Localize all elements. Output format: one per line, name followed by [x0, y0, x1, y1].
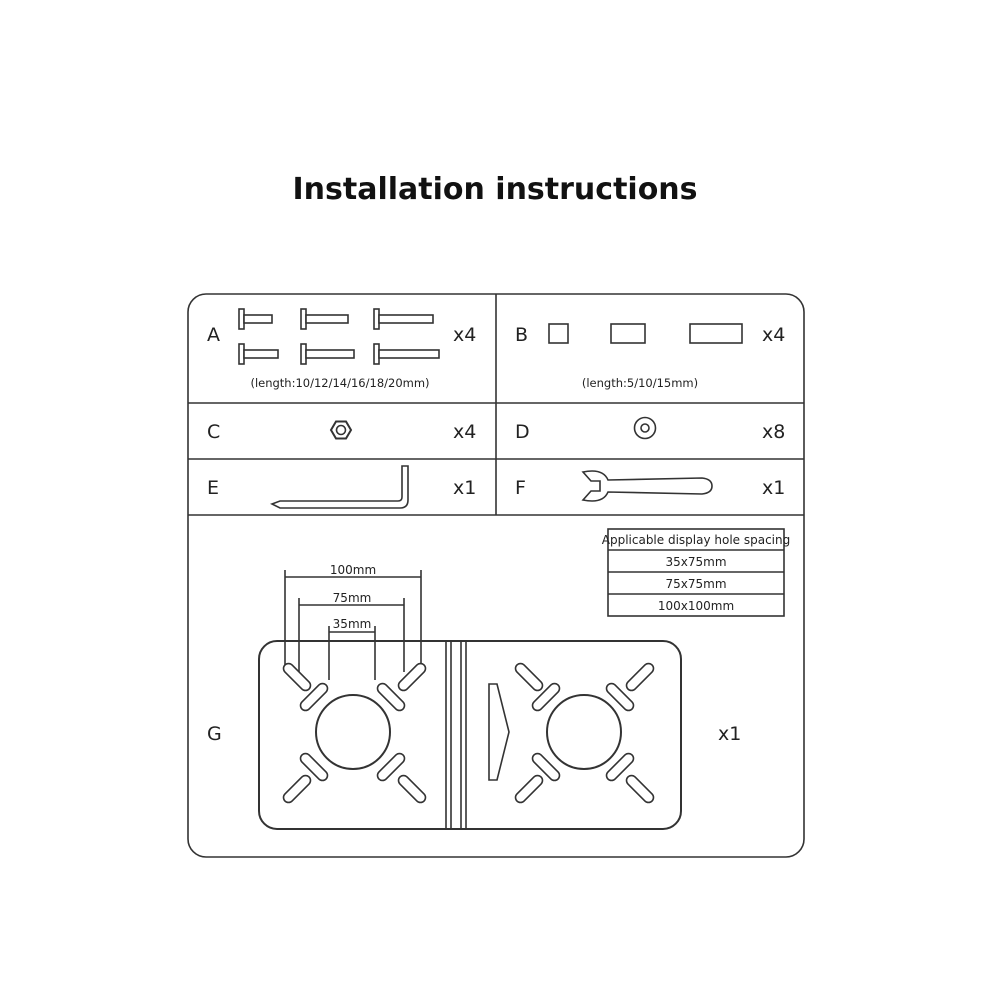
part-qty-b: x4 — [762, 324, 785, 346]
mounting-plate-icon — [258, 640, 682, 830]
part-note-a: (length:10/12/14/16/18/20mm) — [250, 376, 429, 390]
part-qty-a: x4 — [453, 324, 476, 346]
table-row: 35x75mm — [665, 555, 726, 569]
part-qty-c: x4 — [453, 421, 476, 443]
table-row: 75x75mm — [665, 577, 726, 591]
hole-spacing-table: Applicable display hole spacing 35x75mm … — [602, 528, 791, 617]
spacer-icon — [548, 323, 743, 344]
wrench-icon — [581, 470, 713, 502]
part-letter-g: G — [207, 723, 222, 745]
part-qty-f: x1 — [762, 477, 785, 499]
part-letter-e: E — [207, 477, 219, 499]
part-letter-d: D — [515, 421, 530, 443]
part-qty-e: x1 — [453, 477, 476, 499]
hex-key-icon — [270, 465, 409, 509]
part-qty-g: x1 — [718, 723, 741, 745]
part-letter-c: C — [207, 421, 220, 443]
nut-icon — [329, 420, 353, 440]
dimension-label-35: 35mm — [333, 617, 372, 631]
page-title: Installation instructions — [292, 172, 698, 207]
dimension-label-100: 100mm — [330, 563, 376, 577]
table-row: 100x100mm — [658, 599, 734, 613]
part-letter-f: F — [515, 477, 526, 499]
part-letter-b: B — [515, 324, 528, 346]
table-header: Applicable display hole spacing — [602, 533, 791, 547]
dimension-label-75: 75mm — [333, 591, 372, 605]
part-note-b: (length:5/10/15mm) — [582, 376, 698, 390]
washer-icon — [633, 416, 657, 440]
screw-icon — [238, 308, 440, 365]
dimension-lines — [284, 570, 422, 680]
part-letter-a: A — [207, 324, 220, 346]
part-qty-d: x8 — [762, 421, 785, 443]
